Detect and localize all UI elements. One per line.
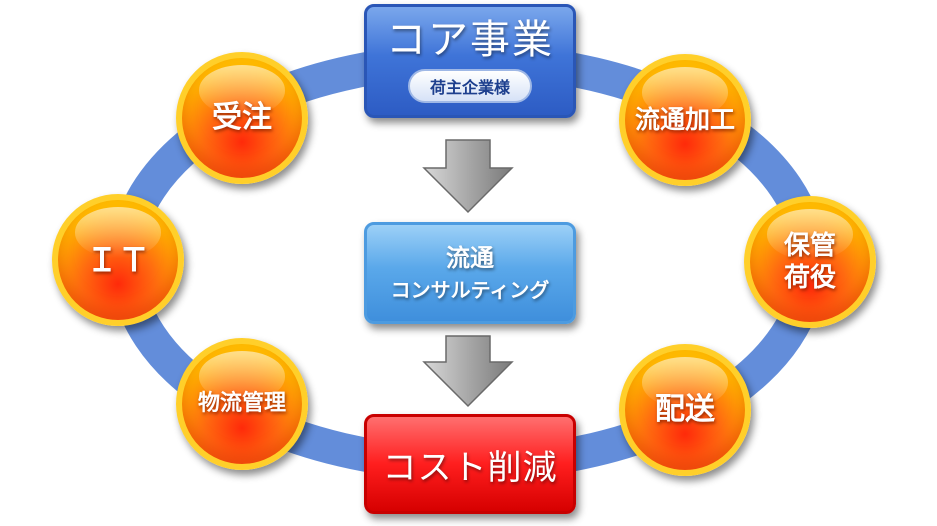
consulting-box: 流通 コンサルティング [364,222,576,324]
circle-storage-handling-label: 保管 荷役 [783,230,836,294]
down-arrow-icon [422,335,514,408]
circle-delivery-label: 配送 [655,392,715,428]
down-arrow-icon [422,139,514,214]
circle-distribution-processing-label: 流通加工 [634,105,735,135]
circle-order-label: 受注 [212,100,272,136]
shipper-label: 荷主企業様 [407,69,532,103]
circle-logistics-management-label: 物流管理 [197,391,286,417]
consulting-line2: コンサルティング [390,277,550,302]
cost-reduction-title: コスト削減 [382,447,558,488]
consulting-line1: 流通 [446,244,494,273]
core-business-box: コア事業 荷主企業様 [364,4,576,118]
circle-order: 受注 [176,52,308,184]
circle-logistics-management: 物流管理 [176,338,308,470]
circle-it-label: ＩＴ [85,241,150,279]
core-business-title: コア事業 [386,17,554,63]
cost-reduction-box: コスト削減 [364,414,576,514]
circle-it: ＩＴ [52,194,184,326]
circle-distribution-processing: 流通加工 [619,54,751,186]
circle-storage-handling: 保管 荷役 [744,196,876,328]
circle-delivery: 配送 [619,344,751,476]
